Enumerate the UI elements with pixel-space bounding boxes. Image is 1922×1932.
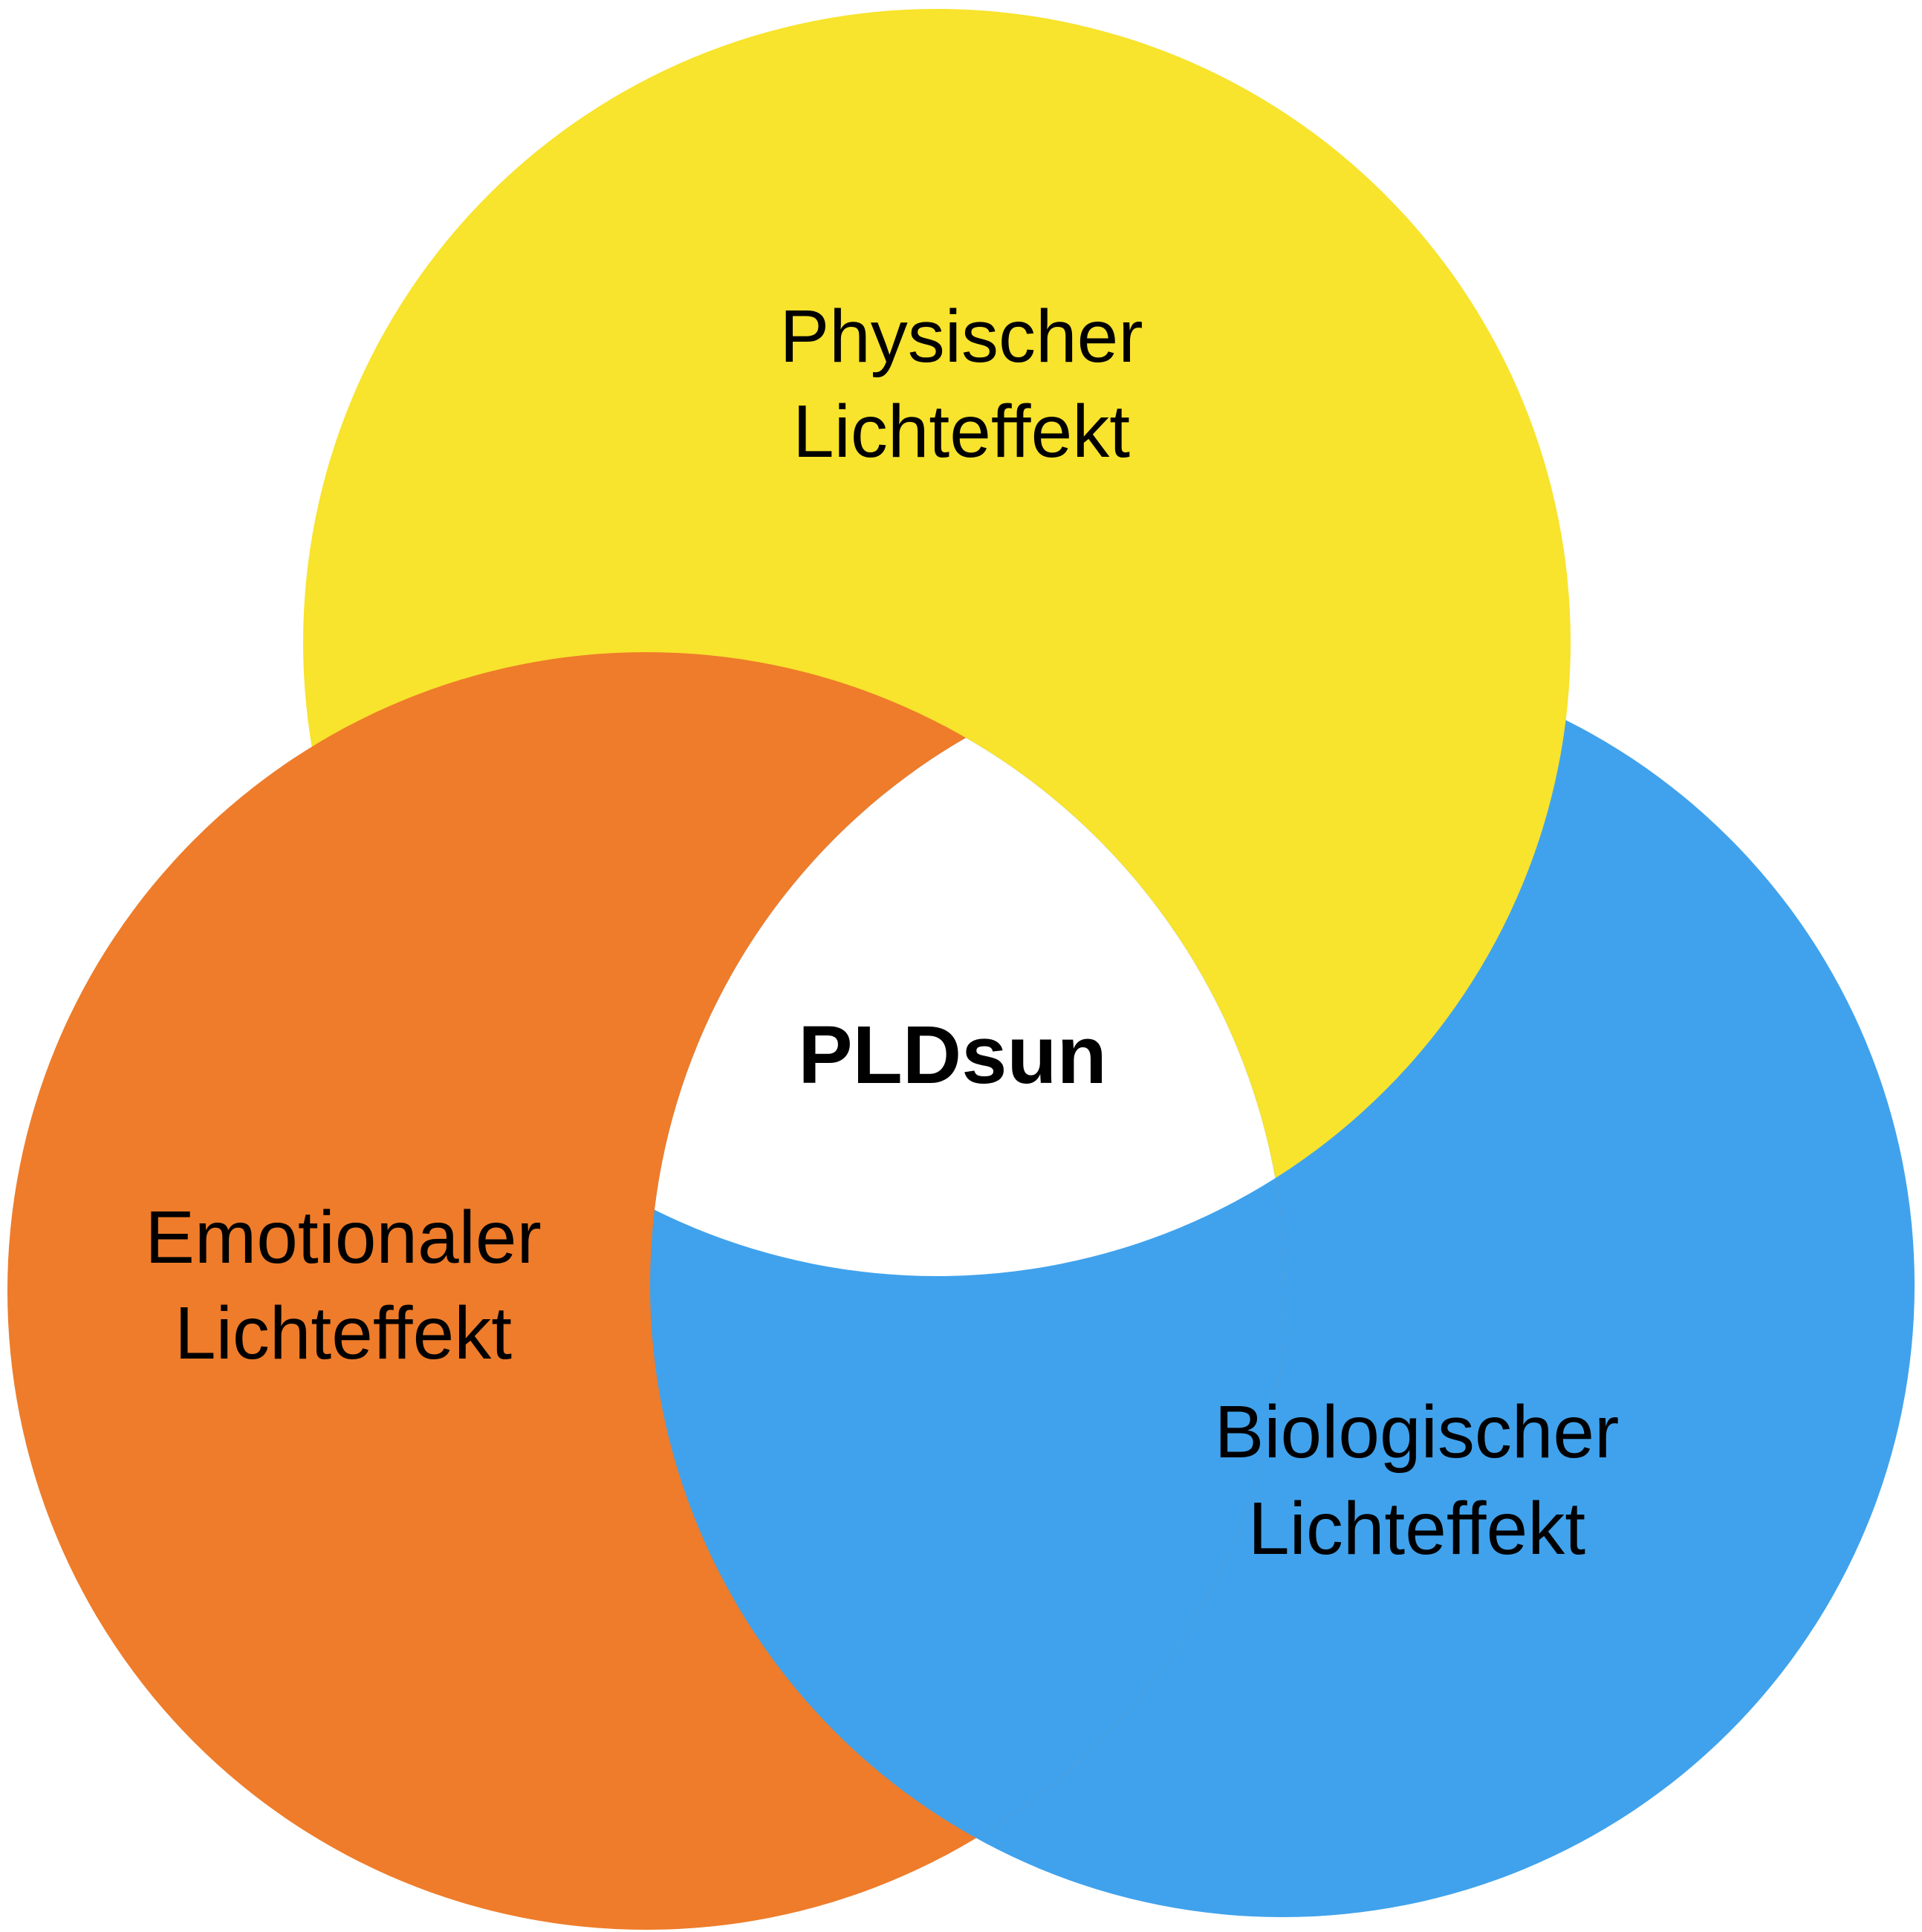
- physical-label-line2: Lichteffekt: [793, 390, 1130, 473]
- biological-label-line2: Lichteffekt: [1248, 1487, 1585, 1570]
- center-intersection: [650, 653, 1285, 1276]
- emotional-label-line1: Emotionaler: [145, 1196, 542, 1279]
- emotional-label-line2: Lichteffekt: [175, 1292, 512, 1375]
- biological-label-line1: Biologischer: [1215, 1391, 1620, 1474]
- physical-label-line1: Physischer: [779, 295, 1143, 378]
- center-label: PLDsun: [798, 1009, 1107, 1101]
